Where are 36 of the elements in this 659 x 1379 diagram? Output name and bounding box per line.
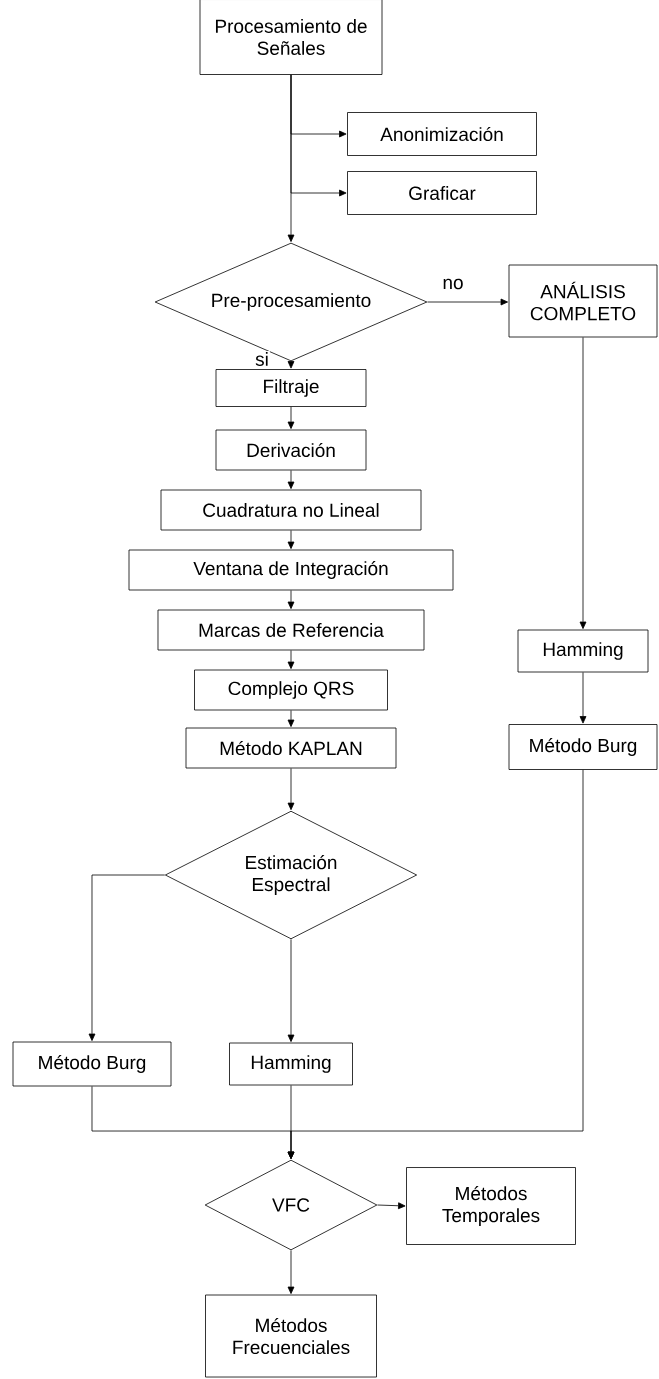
arrow [287, 530, 295, 549]
process-box: Hamming [517, 629, 649, 673]
process-box: Métodos Temporales [406, 1167, 576, 1245]
arrow [287, 769, 584, 1159]
process-box: Hamming [229, 1042, 353, 1086]
arrow [579, 672, 587, 724]
arrow [427, 298, 508, 306]
arrow [88, 874, 166, 1041]
process-box: Complejo QRS [194, 669, 388, 711]
arrow [287, 406, 295, 429]
arrow [287, 470, 295, 489]
arrow [287, 768, 295, 811]
process-box: Método Burg [508, 724, 658, 770]
arrow [287, 650, 295, 669]
arrow [287, 1250, 295, 1294]
process-box: Filtraje [215, 369, 367, 407]
process-box: Cuadratura no Lineal [160, 489, 422, 531]
process-box: ANÁLISIS COMPLETO [508, 264, 658, 338]
process-box: Método Burg [12, 1041, 172, 1087]
arrow [377, 1202, 406, 1210]
process-box: Derivación [215, 429, 367, 471]
process-box: Graficar [347, 171, 537, 215]
process-box: Métodos Frecuenciales [205, 1294, 377, 1378]
process-box: Marcas de Referencia [157, 609, 425, 651]
arrow [287, 74, 295, 242]
process-box: Procesamiento de Señales [199, 0, 383, 75]
arrow [287, 938, 295, 1042]
arrow [287, 360, 295, 369]
process-box: Ventana de Integración [128, 549, 454, 591]
arrow [287, 710, 295, 727]
process-box: Anonimización [347, 112, 537, 156]
edge-label: no [441, 277, 465, 291]
process-box: Método KAPLAN [185, 727, 397, 769]
edge-label: si [254, 351, 270, 367]
arrow [287, 590, 295, 609]
arrow [579, 337, 587, 629]
